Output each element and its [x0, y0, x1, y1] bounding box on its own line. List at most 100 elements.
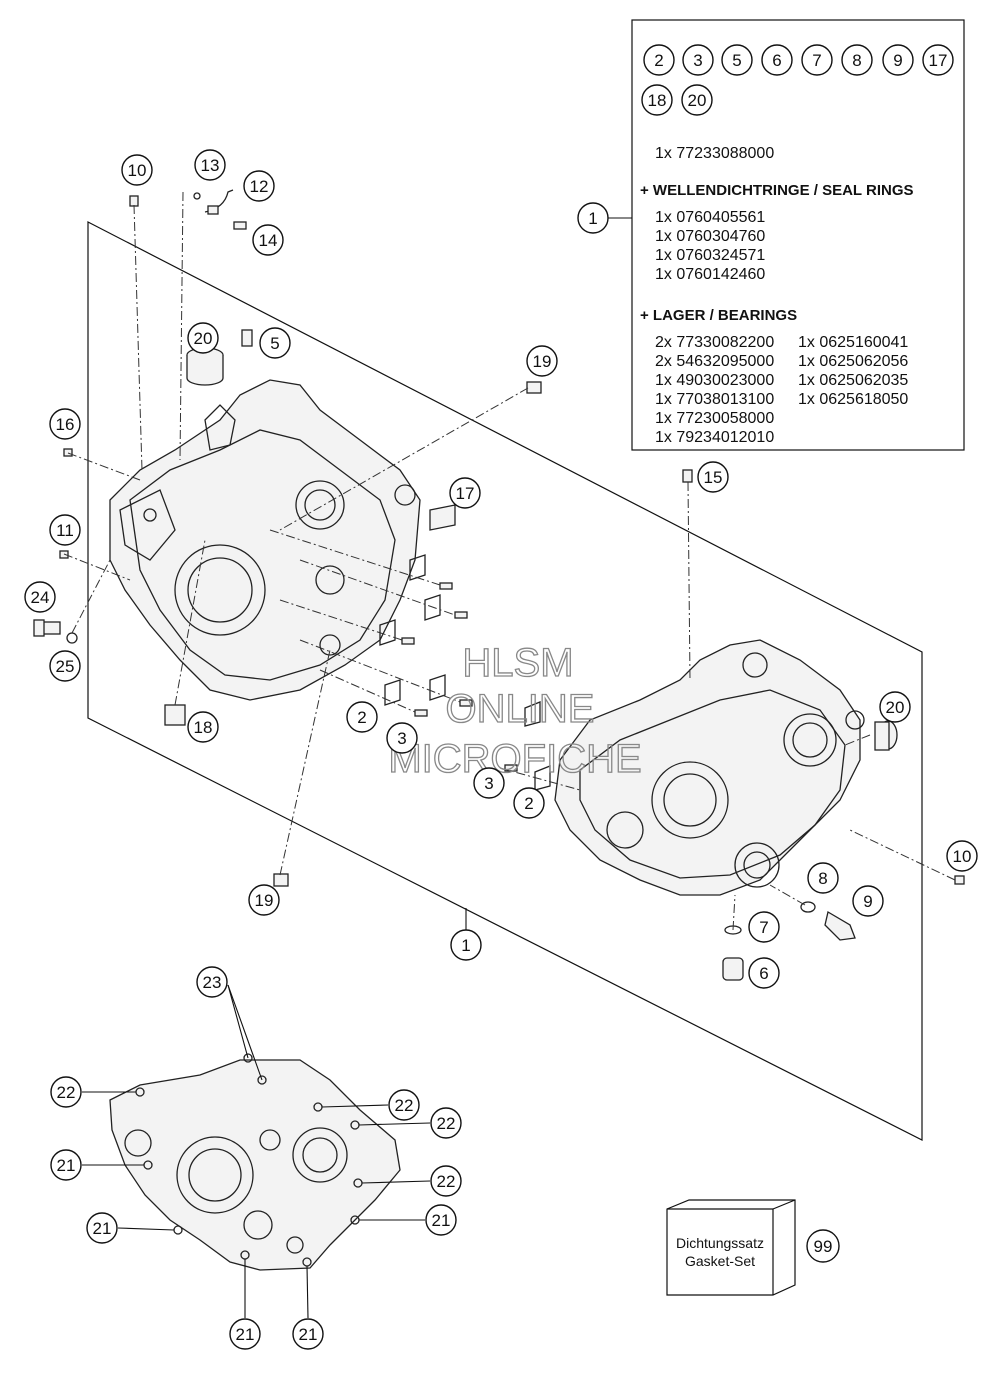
svg-text:2: 2 — [524, 794, 533, 813]
gasket-set-box: Dichtungssatz Gasket-Set 99 — [666, 1199, 840, 1296]
callout-22: 22 — [388, 1089, 420, 1121]
callout-10: 10 — [946, 840, 978, 872]
kit-ref-row-1: 2 3 5 6 7 8 9 17 — [643, 44, 954, 76]
callout-22: 22 — [430, 1107, 462, 1139]
svg-text:ONLINE: ONLINE — [446, 687, 595, 731]
svg-text:9: 9 — [863, 892, 872, 911]
svg-text:12: 12 — [250, 177, 269, 196]
bearing-part: 1x 79234012010 — [655, 429, 774, 446]
kit-ref-row-2: 18 20 — [641, 84, 713, 116]
bearing-part: 1x 77230058000 — [655, 410, 774, 427]
callout-5: 5 — [259, 327, 291, 359]
kit-ref-callout: 5 — [721, 44, 753, 76]
svg-text:15: 15 — [704, 468, 723, 487]
left-crankcase-half — [109, 379, 421, 701]
svg-text:21: 21 — [299, 1325, 318, 1344]
svg-text:24: 24 — [31, 588, 50, 607]
svg-text:22: 22 — [57, 1083, 76, 1102]
callout-10: 10 — [121, 154, 153, 186]
callout-12: 12 — [243, 170, 275, 202]
kit-part-number: 1x 77233088000 — [655, 145, 774, 162]
svg-text:10: 10 — [128, 161, 147, 180]
callout-23: 23 — [196, 966, 228, 998]
svg-text:2: 2 — [357, 708, 366, 727]
small-parts — [33, 189, 965, 981]
svg-text:3: 3 — [397, 729, 406, 748]
svg-text:6: 6 — [759, 964, 768, 983]
crankcase-bolt-detail: 23 22 22 22 22 21 21 21 21 21 — [50, 966, 462, 1350]
svg-text:18: 18 — [648, 91, 667, 110]
bearing-part: 1x 49030023000 — [655, 372, 774, 389]
svg-text:21: 21 — [93, 1219, 112, 1238]
callout-24: 24 — [24, 581, 56, 613]
callout-21: 21 — [425, 1204, 457, 1236]
svg-text:7: 7 — [759, 918, 768, 937]
callout-13: 13 — [194, 149, 226, 181]
gasket-set-label-en: Gasket-Set — [685, 1253, 755, 1269]
bearing-part: 1x 0625160041 — [798, 334, 908, 351]
svg-text:10: 10 — [953, 847, 972, 866]
svg-text:8: 8 — [852, 51, 861, 70]
svg-text:19: 19 — [533, 352, 552, 371]
kit-ref-callout: 8 — [841, 44, 873, 76]
callout-3: 3 — [386, 722, 418, 754]
svg-text:22: 22 — [437, 1114, 456, 1133]
svg-text:25: 25 — [56, 657, 75, 676]
svg-text:23: 23 — [203, 973, 222, 992]
svg-text:21: 21 — [57, 1156, 76, 1175]
bearing-part: 1x 77038013100 — [655, 391, 774, 408]
callout-17: 17 — [449, 477, 481, 509]
callout-3: 3 — [473, 767, 505, 799]
bearing-part: 1x 0625062035 — [798, 372, 908, 389]
svg-text:9: 9 — [893, 51, 902, 70]
svg-text:MICROFICHE: MICROFICHE — [388, 737, 641, 781]
svg-text:17: 17 — [929, 51, 948, 70]
callout-22: 22 — [50, 1076, 82, 1108]
watermark: HLSM ONLINE MICROFICHE — [388, 640, 643, 781]
callout-14: 14 — [252, 224, 284, 256]
callout-21: 21 — [229, 1318, 261, 1350]
seal-ring-part: 1x 0760304760 — [655, 228, 765, 245]
callout-16: 16 — [49, 408, 81, 440]
svg-text:13: 13 — [201, 156, 220, 175]
svg-text:21: 21 — [236, 1325, 255, 1344]
kit-ref-callout: 7 — [801, 44, 833, 76]
gasket-set-label-de: Dichtungssatz — [676, 1235, 764, 1251]
svg-text:20: 20 — [194, 329, 213, 348]
svg-text:3: 3 — [484, 774, 493, 793]
callout-11: 11 — [49, 514, 81, 546]
callout-21: 21 — [292, 1318, 324, 1350]
callout-9: 9 — [852, 885, 884, 917]
svg-text:5: 5 — [270, 334, 279, 353]
callouts: 10 13 12 14 20 5 19 16 17 11 24 25 18 2 … — [24, 149, 978, 989]
kit-ref-callout: 17 — [922, 44, 954, 76]
kit-contents-box: 2 3 5 6 7 8 9 17 18 20 1x 77233088000 + … — [631, 19, 965, 451]
svg-text:3: 3 — [693, 51, 702, 70]
svg-text:7: 7 — [812, 51, 821, 70]
svg-text:1: 1 — [461, 936, 470, 955]
svg-text:5: 5 — [732, 51, 741, 70]
svg-text:18: 18 — [194, 718, 213, 737]
callout-6: 6 — [748, 957, 780, 989]
callout-21: 21 — [86, 1212, 118, 1244]
svg-text:2: 2 — [654, 51, 663, 70]
svg-text:HLSM: HLSM — [462, 641, 573, 685]
callout-19: 19 — [248, 884, 280, 916]
callout-15: 15 — [697, 461, 729, 493]
seal-ring-part: 1x 0760405561 — [655, 209, 765, 226]
assembly-lines — [63, 191, 956, 931]
seal-rings-heading: + WELLENDICHTRINGE / SEAL RINGS — [640, 182, 914, 199]
callout-1: 1 — [450, 929, 482, 961]
seal-ring-part: 1x 0760142460 — [655, 266, 765, 283]
svg-text:1: 1 — [588, 209, 597, 228]
svg-text:22: 22 — [437, 1172, 456, 1191]
callout-7: 7 — [748, 911, 780, 943]
bearing-part: 1x 0625062056 — [798, 353, 908, 370]
callout-99: 99 — [806, 1229, 840, 1263]
kit-ref-callout: 2 — [643, 44, 675, 76]
svg-text:14: 14 — [259, 231, 278, 250]
svg-text:8: 8 — [818, 869, 827, 888]
svg-text:17: 17 — [456, 484, 475, 503]
kit-ref-callout: 20 — [681, 84, 713, 116]
